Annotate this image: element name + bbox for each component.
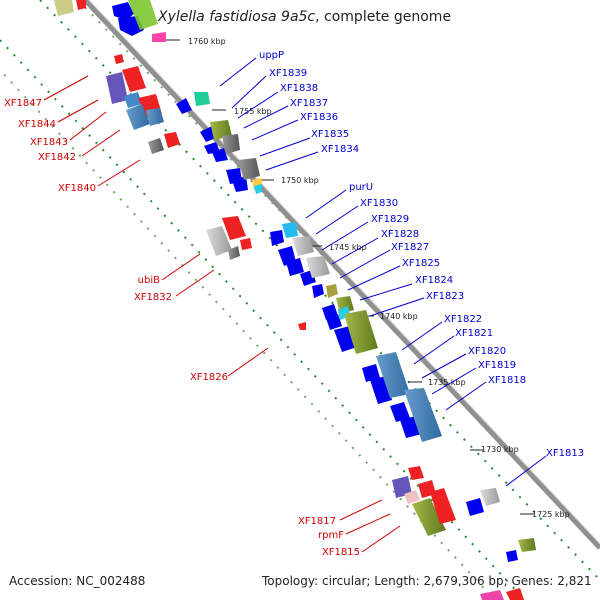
gene-label: XF1827 bbox=[391, 242, 429, 253]
gene-label: XF1837 bbox=[290, 98, 328, 109]
gene-label: XF1834 bbox=[321, 144, 359, 155]
gene-label: XF1836 bbox=[300, 112, 338, 123]
gene-label: XF1828 bbox=[381, 229, 419, 240]
gene-label: ubiB bbox=[138, 275, 160, 286]
gene-label: XF1818 bbox=[488, 375, 526, 386]
gene-label: uppP bbox=[259, 50, 284, 61]
reverse-labels: XF1847 XF1844 XF1843 XF1842 XF1840 ubiB … bbox=[4, 98, 360, 558]
gene-label: purU bbox=[349, 182, 373, 193]
gene-label: rpmF bbox=[318, 530, 344, 541]
gene-label: XF1843 bbox=[30, 137, 68, 148]
gene-label: XF1823 bbox=[426, 291, 464, 302]
gene-label: XF1842 bbox=[38, 152, 76, 163]
tick-label: 1740 kbp bbox=[380, 312, 418, 321]
forward-leader-lines bbox=[219, 57, 547, 487]
gene-label: XF1826 bbox=[190, 372, 228, 383]
accession-text: Accession: NC_002488 bbox=[9, 574, 146, 588]
gene-label: XF1838 bbox=[280, 83, 318, 94]
gene-label: XF1829 bbox=[371, 214, 409, 225]
scale-ticks: 1760 kbp 1755 kbp 1750 kbp 1745 kbp 1740… bbox=[166, 37, 570, 519]
tick-label: 1735 kbp bbox=[428, 378, 466, 387]
gene-label: XF1839 bbox=[269, 68, 307, 79]
tick-label: 1750 kbp bbox=[281, 176, 319, 185]
tick-label: 1755 kbp bbox=[234, 107, 272, 116]
gene-label: XF1822 bbox=[444, 314, 482, 325]
gene-label: XF1815 bbox=[322, 547, 360, 558]
forward-labels: uppP XF1839 XF1838 XF1837 XF1836 XF1835 … bbox=[259, 50, 584, 459]
topology-text: Topology: circular; Length: 2,679,306 bp… bbox=[262, 574, 592, 588]
gene-label: XF1819 bbox=[478, 360, 516, 371]
forward-features bbox=[112, 0, 536, 562]
gene-label: XF1821 bbox=[455, 328, 493, 339]
gene-label: XF1824 bbox=[415, 275, 453, 286]
tick-label: 1760 kbp bbox=[188, 37, 226, 46]
map-title: Xylella fastidiosa 9a5c, complete genome bbox=[158, 9, 451, 25]
gene-label: XF1835 bbox=[311, 129, 349, 140]
genome-backbone bbox=[83, 0, 600, 550]
gene-label: XF1820 bbox=[468, 346, 506, 357]
gene-label: XF1817 bbox=[298, 516, 336, 527]
gene-label: XF1840 bbox=[58, 183, 96, 194]
gene-label: XF1844 bbox=[18, 119, 56, 130]
gene-label: XF1825 bbox=[402, 258, 440, 269]
gene-label: XF1832 bbox=[134, 292, 172, 303]
reverse-features bbox=[54, 0, 524, 600]
gene-label: XF1847 bbox=[4, 98, 42, 109]
gene-label: XF1830 bbox=[360, 198, 398, 209]
organism-name: Xylella fastidiosa 9a5c bbox=[158, 9, 316, 25]
reverse-leader-lines bbox=[43, 75, 401, 553]
tick-label: 1725 kbp bbox=[532, 510, 570, 519]
tick-label: 1730 kbp bbox=[481, 445, 519, 454]
title-suffix: , complete genome bbox=[315, 9, 452, 25]
gene-label: XF1813 bbox=[546, 448, 584, 459]
tick-label: 1745 kbp bbox=[329, 243, 367, 252]
